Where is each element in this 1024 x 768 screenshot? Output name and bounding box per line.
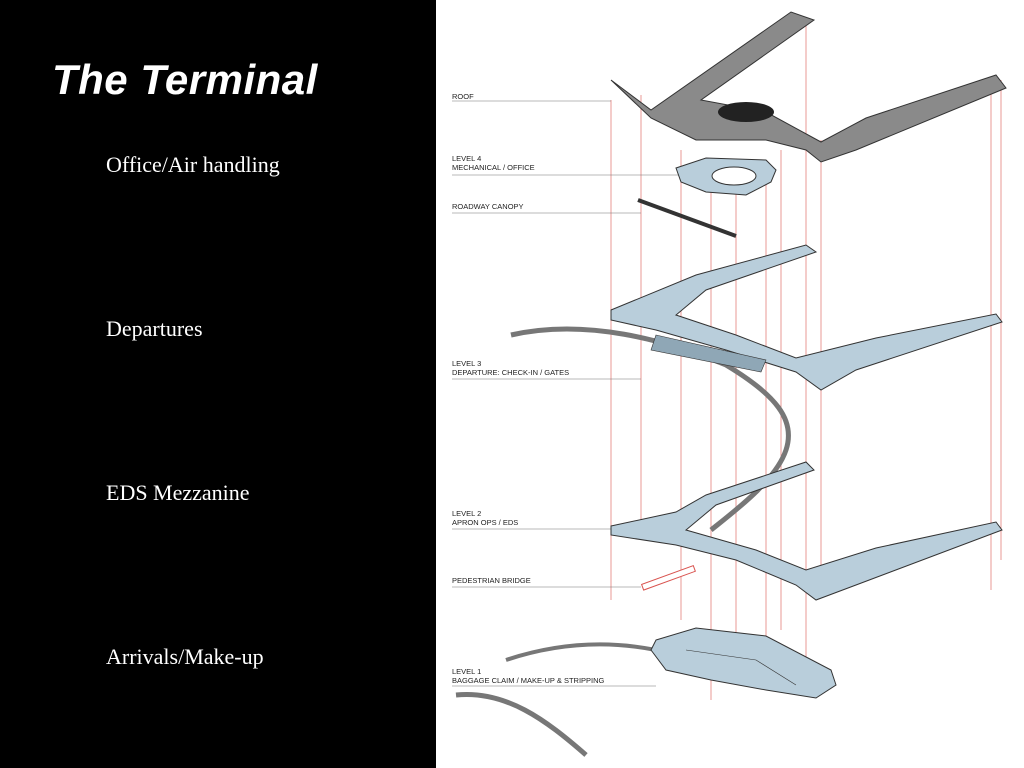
annot-roof: ROOF <box>452 92 474 101</box>
annot-level1-sub: BAGGAGE CLAIM / MAKE-UP & STRIPPING <box>452 676 605 685</box>
left-panel: The Terminal Office/Air handling Departu… <box>0 0 436 768</box>
level2-plan <box>610 461 1003 601</box>
level1-plan <box>455 627 837 757</box>
annot-roadway-canopy: ROADWAY CANOPY <box>452 202 524 211</box>
level4-plan <box>675 157 777 196</box>
slide-title: The Terminal <box>52 56 318 103</box>
annotation-leaders <box>452 100 681 687</box>
annotation-labels: ROOF LEVEL 4 MECHANICAL / OFFICE ROADWAY… <box>452 92 605 685</box>
annot-level3-title: LEVEL 3 <box>452 359 481 368</box>
annot-level1-title: LEVEL 1 <box>452 667 481 676</box>
level-label-departures: Departures <box>106 316 203 341</box>
annot-level3-sub: DEPARTURE: CHECK-IN / GATES <box>452 368 569 377</box>
roadway-canopy <box>637 198 737 238</box>
pedestrian-bridge <box>640 564 696 591</box>
annot-level2-title: LEVEL 2 <box>452 509 481 518</box>
level-label-eds-mezzanine: EDS Mezzanine <box>106 480 250 505</box>
roof-plan <box>610 11 1007 163</box>
annot-level4-sub: MECHANICAL / OFFICE <box>452 163 535 172</box>
annot-level2-sub: APRON OPS / EDS <box>452 518 518 527</box>
annot-level4-title: LEVEL 4 <box>452 154 481 163</box>
terminal-exploded-diagram: ROOF LEVEL 4 MECHANICAL / OFFICE ROADWAY… <box>452 11 1007 757</box>
annot-pedestrian-bridge: PEDESTRIAN BRIDGE <box>452 576 531 585</box>
level-label-arrivals: Arrivals/Make-up <box>106 644 264 669</box>
level-label-office: Office/Air handling <box>106 152 280 177</box>
terminal-diagram-panel: ROOF LEVEL 4 MECHANICAL / OFFICE ROADWAY… <box>436 0 1024 768</box>
